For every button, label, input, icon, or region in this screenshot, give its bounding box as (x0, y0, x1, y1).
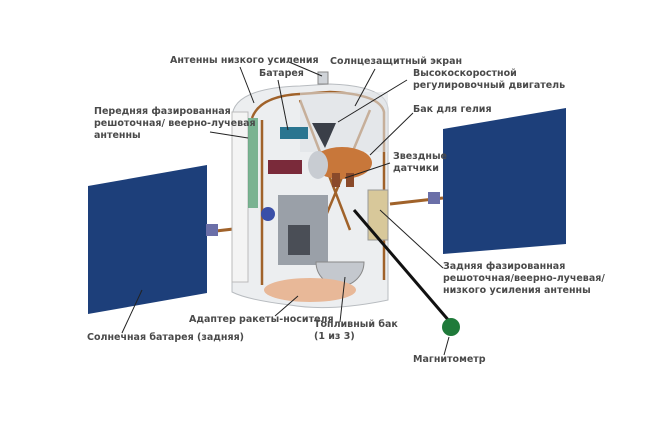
leader-lines (121, 61, 450, 356)
side-instrument (261, 207, 275, 221)
label-rear-antenna-1: Задняя фазированная (443, 261, 566, 272)
label-low-gain-antennas: Антенны низкого усиления (170, 55, 319, 66)
magnetometer-sensor (442, 318, 460, 336)
launch-adapter (264, 278, 356, 302)
label-fuel-tank-1: Топливный бак (314, 319, 398, 330)
label-fuel-tank-2: (1 из 3) (314, 331, 355, 342)
thruster-cone (312, 123, 336, 148)
label-magnetometer: Магнитометр (413, 354, 486, 365)
label-sunshade: Солнцезащитный экран (330, 56, 463, 67)
label-thruster-1: Высокоскоростной (413, 68, 517, 79)
helium-tank-end (308, 151, 328, 179)
star-tracker-2 (346, 173, 354, 187)
label-thruster-2: регулировочный двигатель (413, 80, 566, 91)
front-antenna-array (248, 118, 258, 208)
star-tracker-1 (332, 173, 340, 187)
label-battery: Батарея (259, 68, 304, 79)
solar-panel-right (443, 108, 566, 254)
label-helium-tank: Бак для гелия (413, 104, 492, 115)
low-gain-antenna-top (317, 71, 329, 85)
battery-block (280, 127, 308, 139)
label-rear-antenna-2: решоточная/веерно-лучевая/ (443, 273, 605, 284)
panel-hinge-left (206, 224, 218, 236)
label-star-trackers-1: Звездные (393, 151, 447, 162)
avionics-grid (288, 225, 310, 255)
label-solar-array-rear: Солнечная батарея (задняя) (87, 332, 245, 343)
label-launch-adapter: Адаптер ракеты-носителя (189, 314, 334, 325)
electronics-box (268, 160, 302, 174)
magnetometer-boom (352, 209, 452, 323)
label-front-antenna-2: решоточная/ веерно-лучевая (94, 118, 256, 129)
label-front-antenna-1: Передняя фазированная (94, 106, 231, 117)
label-front-antenna-3: антенны (94, 130, 141, 141)
sunshade (300, 92, 388, 152)
label-rear-antenna-3: низкого усиления антенны (443, 285, 591, 296)
label-star-trackers-2: датчики (393, 163, 439, 174)
panel-hinge-right (428, 192, 440, 204)
solar-panel-left (88, 165, 207, 314)
